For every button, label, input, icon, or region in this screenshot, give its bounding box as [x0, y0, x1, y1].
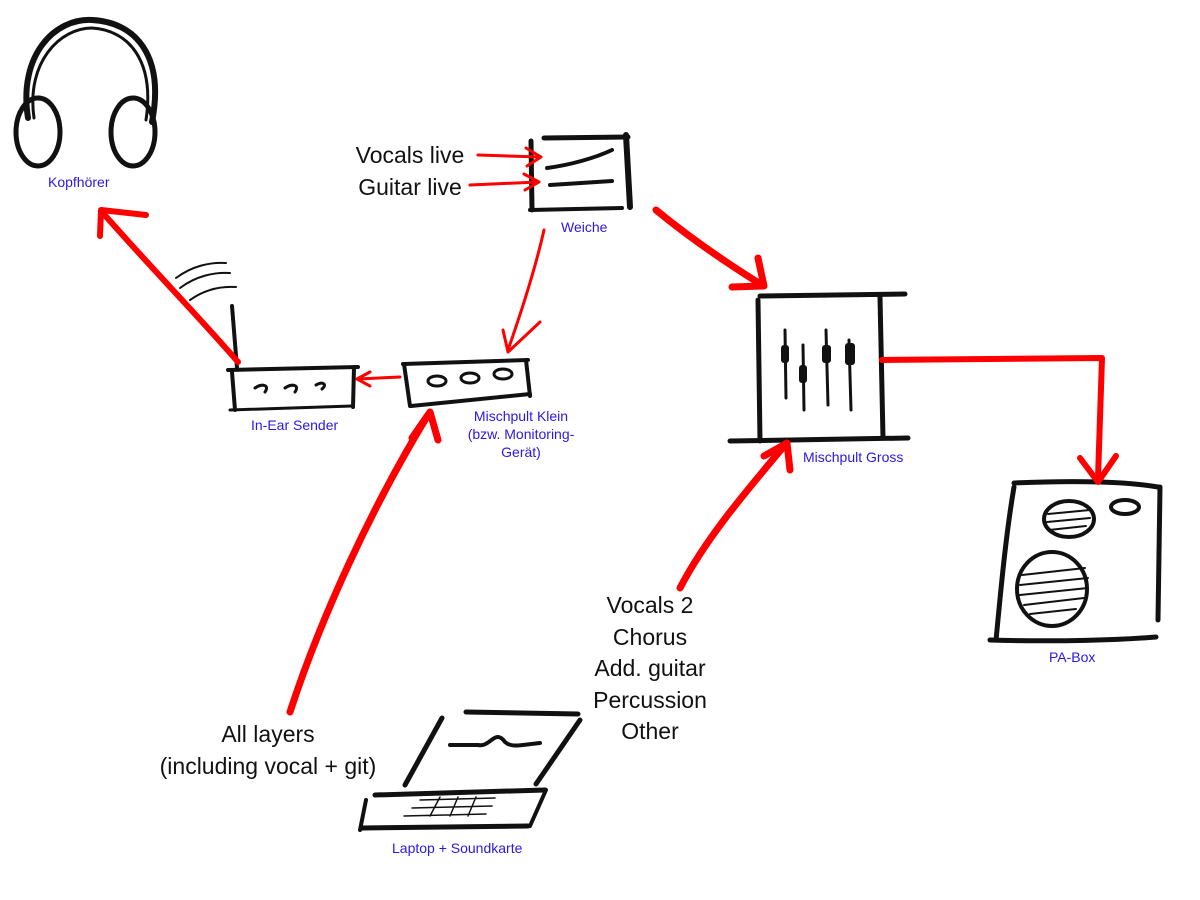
arrow-weiche-to-mischpult-gross	[652, 206, 768, 291]
splitter-box-icon	[528, 132, 633, 213]
label-in-ear-sender: In-Ear Sender	[251, 417, 339, 433]
arrow-vocals-live-to-weiche	[476, 146, 543, 168]
all-layers-line-1: All layers	[221, 721, 315, 747]
arrow-in-ear-sender-to-kopfhoerer	[97, 207, 241, 365]
arrow-mischpult-klein-to-in-ear-sender	[355, 370, 402, 388]
laptop-icon	[358, 709, 583, 832]
backing-input-add-guitar: Add. guitar	[594, 655, 706, 681]
label-mischpult-gross: Mischpult Gross	[803, 449, 904, 465]
arrow-all-layers-to-mischpult-klein	[286, 408, 442, 716]
label-mischpult-klein-line-3: Gerät)	[501, 444, 541, 460]
small-mixer-icon	[401, 358, 532, 408]
backing-input-vocals-2: Vocals 2	[606, 592, 694, 618]
arrow-mischpult-gross-to-pa-box	[879, 355, 1119, 485]
label-laptop: Laptop + Soundkarte	[392, 840, 523, 856]
transmitter-icon	[175, 261, 360, 412]
label-mischpult-klein-line-1: Mischpult Klein	[473, 408, 569, 424]
arrow-backing-to-mischpult-gross	[676, 439, 794, 592]
all-layers-line-2: (including vocal + git)	[159, 752, 377, 779]
arrow-weiche-to-mischpult-klein	[501, 228, 546, 354]
backing-input-percussion: Percussion	[593, 686, 707, 713]
live-input-guitar: Guitar live	[358, 173, 462, 200]
mixing-console-icon	[727, 291, 911, 444]
all-layers-text: All layers (including vocal + git)	[148, 719, 388, 782]
backing-inputs-text: Vocals 2 Chorus Add. guitar Percussion O…	[575, 590, 725, 748]
headphones-icon	[13, 16, 159, 169]
live-inputs-text: Vocals live Guitar live	[342, 140, 478, 203]
label-mischpult-klein-line-2: (bzw. Monitoring-	[467, 426, 575, 442]
label-kopfhoerer: Kopfhörer	[48, 174, 110, 190]
live-input-vocals: Vocals live	[355, 142, 465, 168]
arrow-guitar-live-to-weiche	[468, 172, 541, 192]
label-mischpult-klein: Mischpult Klein (bzw. Monitoring- Gerät)	[449, 407, 593, 461]
backing-input-chorus: Chorus	[612, 623, 688, 650]
label-pa-box: PA-Box	[1049, 649, 1096, 665]
backing-input-other: Other	[621, 718, 679, 744]
label-weiche: Weiche	[561, 219, 608, 235]
speaker-icon	[987, 479, 1163, 644]
